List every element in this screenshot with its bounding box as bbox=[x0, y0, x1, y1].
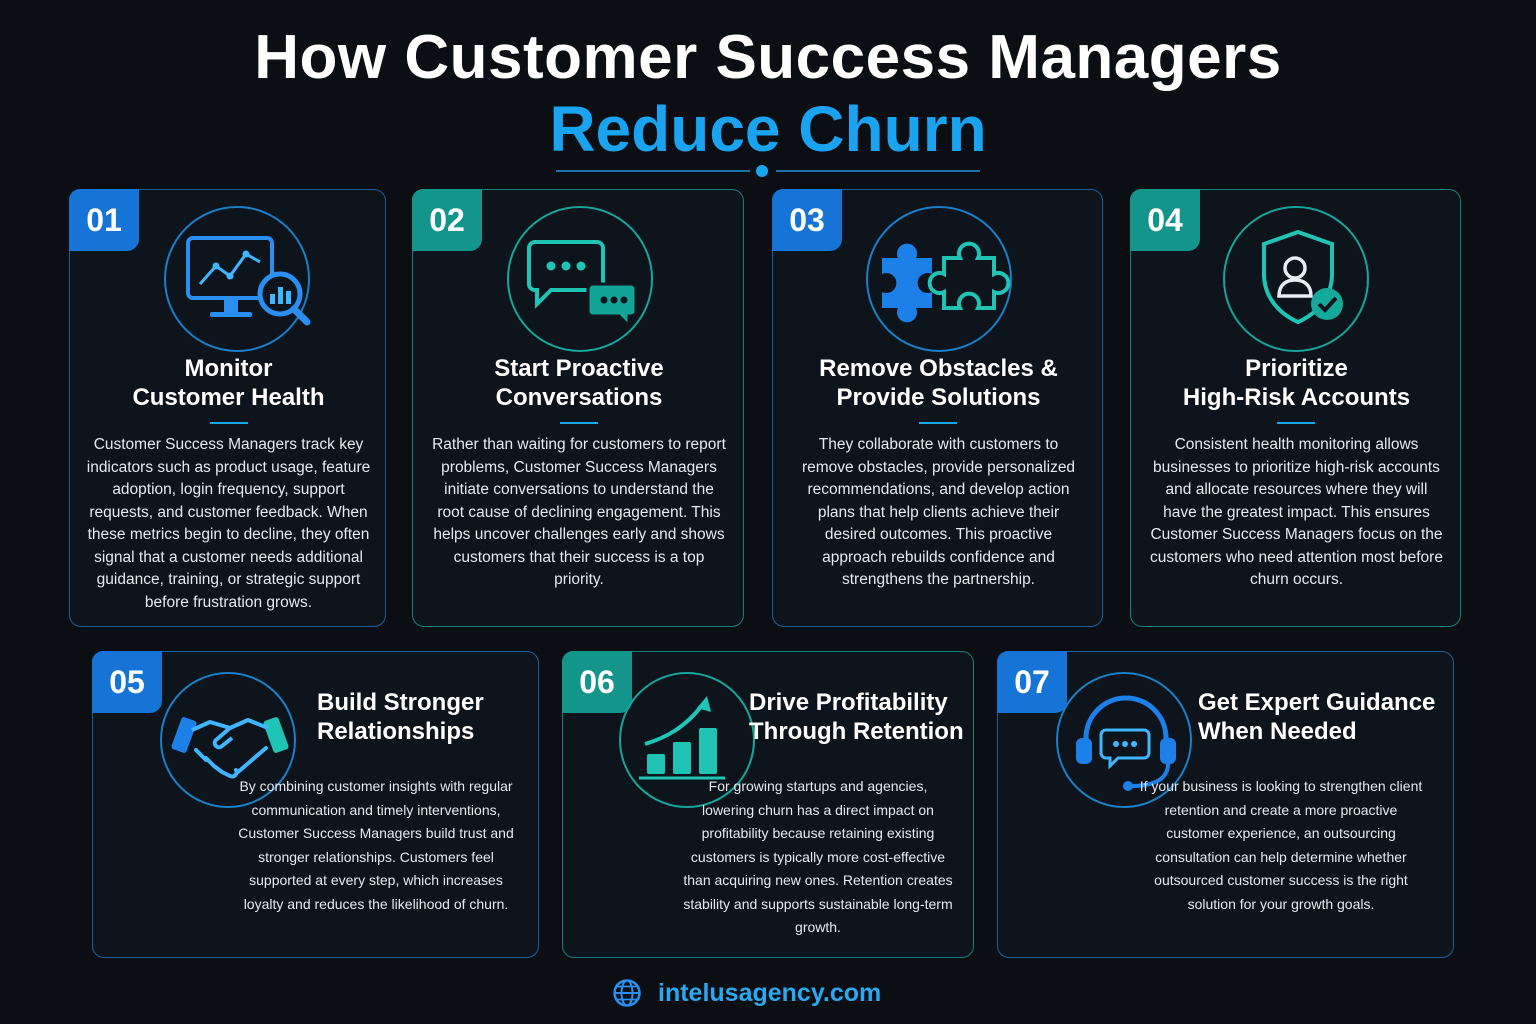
title-underline bbox=[919, 422, 957, 424]
title-underline bbox=[210, 422, 248, 424]
card-body: Rather than waiting for customers to rep… bbox=[432, 436, 726, 588]
card-icon-circle bbox=[619, 672, 755, 808]
page-title: How Customer Success Managers bbox=[254, 23, 1282, 92]
card-title: Remove Obstacles &Provide Solutions bbox=[819, 355, 1058, 411]
card-body: They collaborate with customers to remov… bbox=[801, 436, 1076, 588]
title-underline bbox=[1277, 422, 1315, 424]
step-badge: 03 bbox=[772, 189, 842, 251]
title-divider-right bbox=[776, 170, 980, 172]
card-icon-circle bbox=[164, 206, 311, 352]
headset-icon bbox=[1076, 695, 1176, 791]
card-remove-obstacles: 03 Remove Obstacles &Provide Solutions T… bbox=[772, 189, 1103, 627]
step-badge: 05 bbox=[92, 651, 162, 713]
card-body: By combining customer insights with regu… bbox=[238, 778, 514, 912]
step-badge: 07 bbox=[997, 651, 1067, 713]
monitor-analytics-icon bbox=[186, 236, 311, 326]
title-underline bbox=[560, 422, 598, 424]
card-icon-circle bbox=[1223, 206, 1369, 352]
card-body: For growing startups and agencies, lower… bbox=[683, 778, 953, 935]
step-badge: 01 bbox=[69, 189, 139, 251]
chat-bubbles-icon bbox=[527, 240, 638, 330]
card-icon-circle bbox=[507, 206, 653, 352]
step-badge: 04 bbox=[1130, 189, 1200, 251]
step-badge: 06 bbox=[562, 651, 632, 713]
shield-user-check-icon bbox=[1262, 229, 1343, 325]
card-body: Consistent health monitoring allows busi… bbox=[1150, 436, 1443, 588]
title-divider-dot bbox=[756, 165, 768, 177]
handshake-icon bbox=[171, 717, 289, 779]
globe-icon bbox=[613, 979, 641, 1007]
footer-url-link[interactable]: intelusagency.com bbox=[658, 978, 882, 1007]
card-icon-circle bbox=[160, 672, 296, 808]
page-subtitle: Reduce Churn bbox=[549, 93, 987, 165]
card-body: If your business is looking to strengthe… bbox=[1139, 778, 1423, 912]
card-body: Customer Success Managers track key indi… bbox=[86, 436, 371, 611]
card-icon-circle bbox=[1056, 672, 1192, 808]
title-divider-left bbox=[556, 170, 750, 172]
puzzle-pieces-icon bbox=[882, 241, 1011, 323]
growth-chart-icon bbox=[639, 696, 725, 780]
step-badge: 02 bbox=[412, 189, 482, 251]
footer: intelusagency.com bbox=[612, 978, 881, 1008]
card-icon-circle bbox=[866, 206, 1012, 352]
